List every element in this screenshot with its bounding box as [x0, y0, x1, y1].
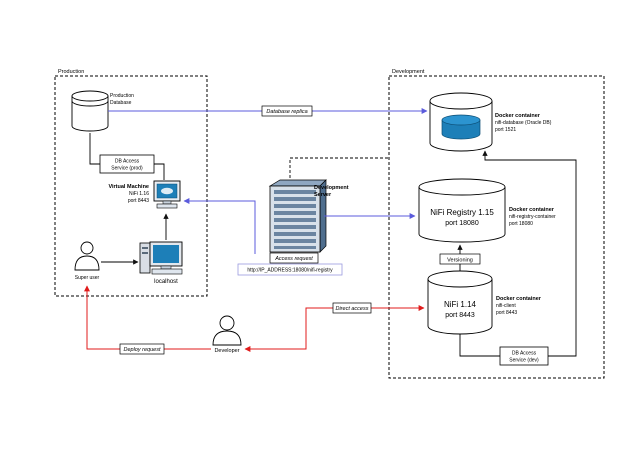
- developer-icon[interactable]: Developer: [212, 315, 242, 354]
- oracle-container-title: Docker container: [495, 113, 541, 119]
- vm-line-1: NiFi 1.16: [129, 191, 149, 197]
- dev-server-url-box[interactable]: http://IP_ADDRESS:18080/nifi-registry: [237, 263, 343, 276]
- client-container-title: Docker container: [496, 296, 542, 302]
- development-server-icon[interactable]: Development Server: [268, 179, 349, 253]
- registry-cylinder-line-1: NiFi Registry 1.15: [430, 208, 494, 217]
- super-user-icon[interactable]: Super user: [74, 241, 100, 281]
- access-request-label-box: Access request: [269, 252, 319, 264]
- dev-server-to-development-edge: [289, 157, 389, 178]
- access-request-label: Access request: [274, 256, 313, 262]
- versioning-label: Versioning: [447, 258, 473, 264]
- client-container-line-1: nifi-client: [496, 303, 516, 309]
- super-user-label: Super user: [75, 275, 100, 281]
- dev-server-url: http://IP_ADDRESS:18080/nifi-registry: [247, 268, 333, 274]
- oracle-db-container[interactable]: Docker container nifi-database (Oracle D…: [429, 92, 552, 152]
- production-db-label-1: Production: [110, 93, 134, 99]
- direct-access-label: Direct access: [335, 306, 368, 312]
- client-cylinder-line-1: NiFi 1.14: [444, 300, 477, 309]
- localhost-label: localhost: [154, 279, 178, 285]
- client-container-line-2: port 8443: [496, 310, 517, 316]
- access-request-vm-edge: [183, 198, 256, 254]
- registry-cylinder-line-2: port 18080: [445, 220, 479, 227]
- localhost-workstation-icon[interactable]: localhost: [139, 241, 183, 285]
- db-access-service-prod[interactable]: DB Access Service (prod): [89, 133, 165, 180]
- db-access-dev-label-2: Service (dev): [509, 358, 539, 364]
- deploy-request-label-box: Deploy request: [119, 343, 165, 355]
- nifi-client-container[interactable]: NiFi 1.14 port 8443 Docker container nif…: [427, 270, 542, 335]
- registry-container-title: Docker container: [509, 207, 555, 213]
- db-access-prod-label-2: Service (prod): [111, 166, 143, 172]
- nifi-registry-container[interactable]: NiFi Registry 1.15 port 18080 Docker con…: [418, 178, 556, 243]
- db-access-prod-label-1: DB Access: [115, 159, 140, 165]
- vm-line-2: port 8443: [128, 198, 149, 204]
- production-db-label-2: Database: [110, 100, 132, 106]
- development-zone: Development: [388, 69, 605, 379]
- db-access-dev-label-1: DB Access: [512, 351, 537, 357]
- oracle-container-line-1: nifi-database (Oracle DB): [495, 120, 552, 126]
- registry-container-line-1: nifi-registry-container: [509, 214, 556, 220]
- production-label: Production: [58, 69, 84, 75]
- dev-server-title-1: Development: [314, 185, 349, 191]
- virtual-machine-icon[interactable]: [153, 180, 181, 209]
- registry-container-line-2: port 18080: [509, 221, 533, 227]
- db-access-service-dev[interactable]: DB Access Service (dev): [459, 150, 577, 366]
- direct-access-edge: [244, 305, 425, 352]
- production-database[interactable]: Production Database: [71, 90, 134, 132]
- vm-title: Virtual Machine: [108, 184, 149, 190]
- production-zone: Production: [54, 69, 208, 297]
- virtual-machine-label: Virtual Machine NiFi 1.16 port 8443: [108, 184, 149, 204]
- client-cylinder-line-2: port 8443: [445, 312, 475, 319]
- deploy-request-edge: [84, 285, 211, 350]
- database-replica-label: Database replica: [266, 109, 307, 115]
- database-replica-label-box: Database replica: [261, 105, 313, 117]
- development-label: Development: [392, 69, 425, 75]
- dev-server-title-2: Server: [314, 192, 332, 198]
- versioning-label-box: Versioning: [439, 253, 481, 265]
- developer-label: Developer: [214, 348, 239, 354]
- direct-access-label-box: Direct access: [332, 302, 372, 314]
- deploy-request-label: Deploy request: [124, 347, 161, 353]
- oracle-container-line-2: port 1521: [495, 127, 516, 133]
